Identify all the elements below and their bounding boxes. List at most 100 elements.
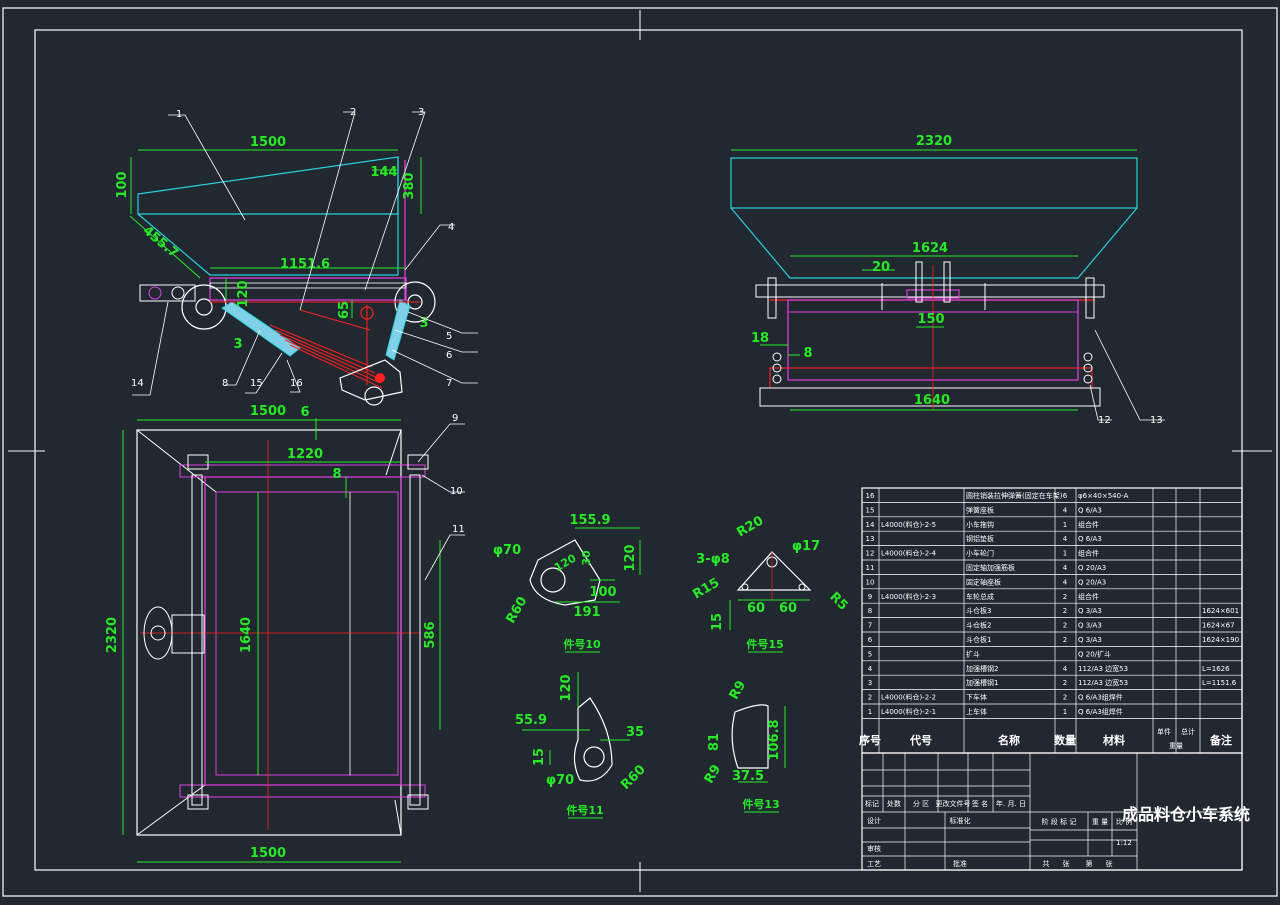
bom-h-unit: 单件 (1157, 727, 1171, 736)
callout-3: 3 (418, 107, 424, 118)
tb-review: 审核 (867, 844, 881, 853)
callout-8: 8 (222, 378, 228, 389)
tb-change-doc: 更改文件号 (936, 799, 971, 808)
bom-cell: φ6×40×540-A (1078, 492, 1129, 500)
p10-dim-120a: 120 (552, 551, 579, 574)
bom-cell: L4000(料仓)-2-5 (881, 520, 936, 529)
latch-arm (339, 359, 403, 401)
tb-date: 年. 月. 日 (996, 799, 1026, 808)
bom-cell: 固定轴座板 (966, 577, 1001, 586)
p11-dim-r60: R60 (618, 762, 648, 792)
p15-dim-r15: R15 (690, 575, 722, 602)
bom-cell: Q 20/A3 (1078, 564, 1106, 572)
callout-14: 14 (131, 378, 144, 389)
callout-9: 9 (452, 413, 458, 424)
drawing-title: 成品料仓小车系统 (1122, 805, 1250, 824)
inner-frame (34, 29, 1243, 871)
callout-6: 6 (446, 350, 452, 361)
bom-cell: 1624×67 (1202, 622, 1235, 630)
dim-front-18: 18 (751, 331, 769, 346)
bom-cell: 16 (866, 492, 875, 500)
dim-side-120: 120 (236, 280, 251, 307)
bom-h-weight: 重量 (1169, 742, 1183, 750)
bom-cell: 组合件 (1078, 592, 1099, 601)
tow-hook (139, 284, 196, 302)
p11-dim-15: 15 (532, 748, 547, 766)
bom-h-name: 名称 (998, 733, 1020, 747)
callout-2: 2 (350, 107, 356, 118)
bom-cell: 1624×601 (1202, 607, 1239, 615)
bom-cell: L4000(料仓)-2-4 (881, 549, 937, 558)
tb-stage: 阶 段 标 记 (1042, 817, 1077, 826)
p11-dim-phi70: φ70 (546, 773, 574, 788)
tb-scale-label: 比 例 (1116, 817, 1132, 826)
bom-cell: 圆柱销装拉伸弹簧(固定在车架) (966, 491, 1063, 500)
bom-cell: 小车拖钩 (966, 520, 994, 529)
p10-label: 件号10 (563, 637, 601, 651)
bom-cell: 斗仓板2 (966, 621, 991, 630)
dim-side-455: 455.7 (140, 223, 181, 261)
p11-dim-120: 120 (559, 674, 574, 701)
spring-links (210, 301, 420, 389)
bom-cell: L4000(料仓)-2-1 (881, 707, 936, 716)
bom-cell: 上车体 (966, 707, 987, 716)
dim-plan-8: 8 (332, 467, 341, 482)
tb-weight: 重 量 (1092, 818, 1108, 826)
p13-dim-106: 106.8 (767, 719, 782, 760)
dim-front-8: 8 (803, 346, 812, 361)
tb-sheet-no: 第 (1086, 859, 1093, 868)
lower-body (209, 277, 407, 301)
tb-sign: 签 名 (972, 799, 988, 808)
hopper-top (137, 156, 399, 215)
bom-cell: 2 (1063, 593, 1067, 601)
bom-h-remark: 备注 (1209, 733, 1232, 747)
center-marks (8, 10, 1272, 892)
dim-plan-1640: 1640 (239, 617, 254, 653)
p10-dim-191: 191 (573, 605, 600, 620)
bom-cell: 1 (1063, 708, 1067, 716)
p10-dim-120b: 120 (623, 544, 638, 571)
p13-label: 件号13 (742, 797, 779, 811)
dim-front-1640: 1640 (914, 393, 950, 408)
bom-cell: 112/A3 边宽53 (1078, 664, 1128, 673)
p15-dim-phi17: φ17 (792, 539, 820, 554)
bom-cell: 1 (1063, 550, 1067, 558)
front-view: 2320 1624 20 150 18 8 1640 12 13 (730, 134, 1165, 426)
p15-dim-3phi8: 3-φ8 (696, 552, 730, 567)
bom-cell: 组合件 (1078, 549, 1099, 558)
tb-approve: 批准 (953, 859, 967, 868)
bom-cell: 2 (1063, 607, 1067, 615)
bom-cell: Q 3/A3 (1078, 636, 1102, 644)
bom-h-code: 代号 (909, 733, 932, 747)
bom-cell: 12 (866, 550, 875, 558)
bom-cell: L4000(料仓)-2-2 (881, 693, 936, 702)
p13-dim-81: 81 (707, 733, 722, 751)
bom-cell: Q 6/A3组焊件 (1078, 693, 1123, 702)
tb-zone: 分 区 (913, 799, 929, 808)
bom-cell: L=1151.6 (1202, 679, 1237, 687)
dim-front-150: 150 (917, 312, 944, 327)
dim-side-1151: 1151.6 (280, 257, 330, 272)
detail-part-13: R9 81 106.8 R9 37.5 件号13 (702, 678, 786, 813)
p11-dim-55: 55.9 (515, 713, 547, 728)
callout-4: 4 (448, 222, 454, 233)
p10-dim-155: 155.9 (569, 513, 610, 528)
bom-cell: 小车轮门 (966, 549, 994, 558)
p13-dim-r9b: R9 (702, 762, 725, 786)
p11-label: 件号11 (566, 803, 603, 817)
tb-designer: 设计 (867, 816, 881, 825)
bom-cell: 车轮总成 (966, 592, 994, 601)
tb-sheets-unit1: 张 (1063, 859, 1070, 868)
bom-cell: Q 20/A3 (1078, 578, 1106, 586)
bom-cell: 斗仓板3 (966, 606, 991, 615)
bom-cell: 10 (866, 578, 875, 586)
dim-plan-1500-top: 1500 (250, 404, 286, 419)
outer-frame (2, 7, 1278, 897)
bom-cell: 1624×190 (1202, 636, 1239, 644)
weld-3-right: 3 (419, 316, 428, 331)
bom-cell: Q 3/A3 (1078, 607, 1102, 615)
p10-dim-100: 100 (589, 585, 616, 600)
